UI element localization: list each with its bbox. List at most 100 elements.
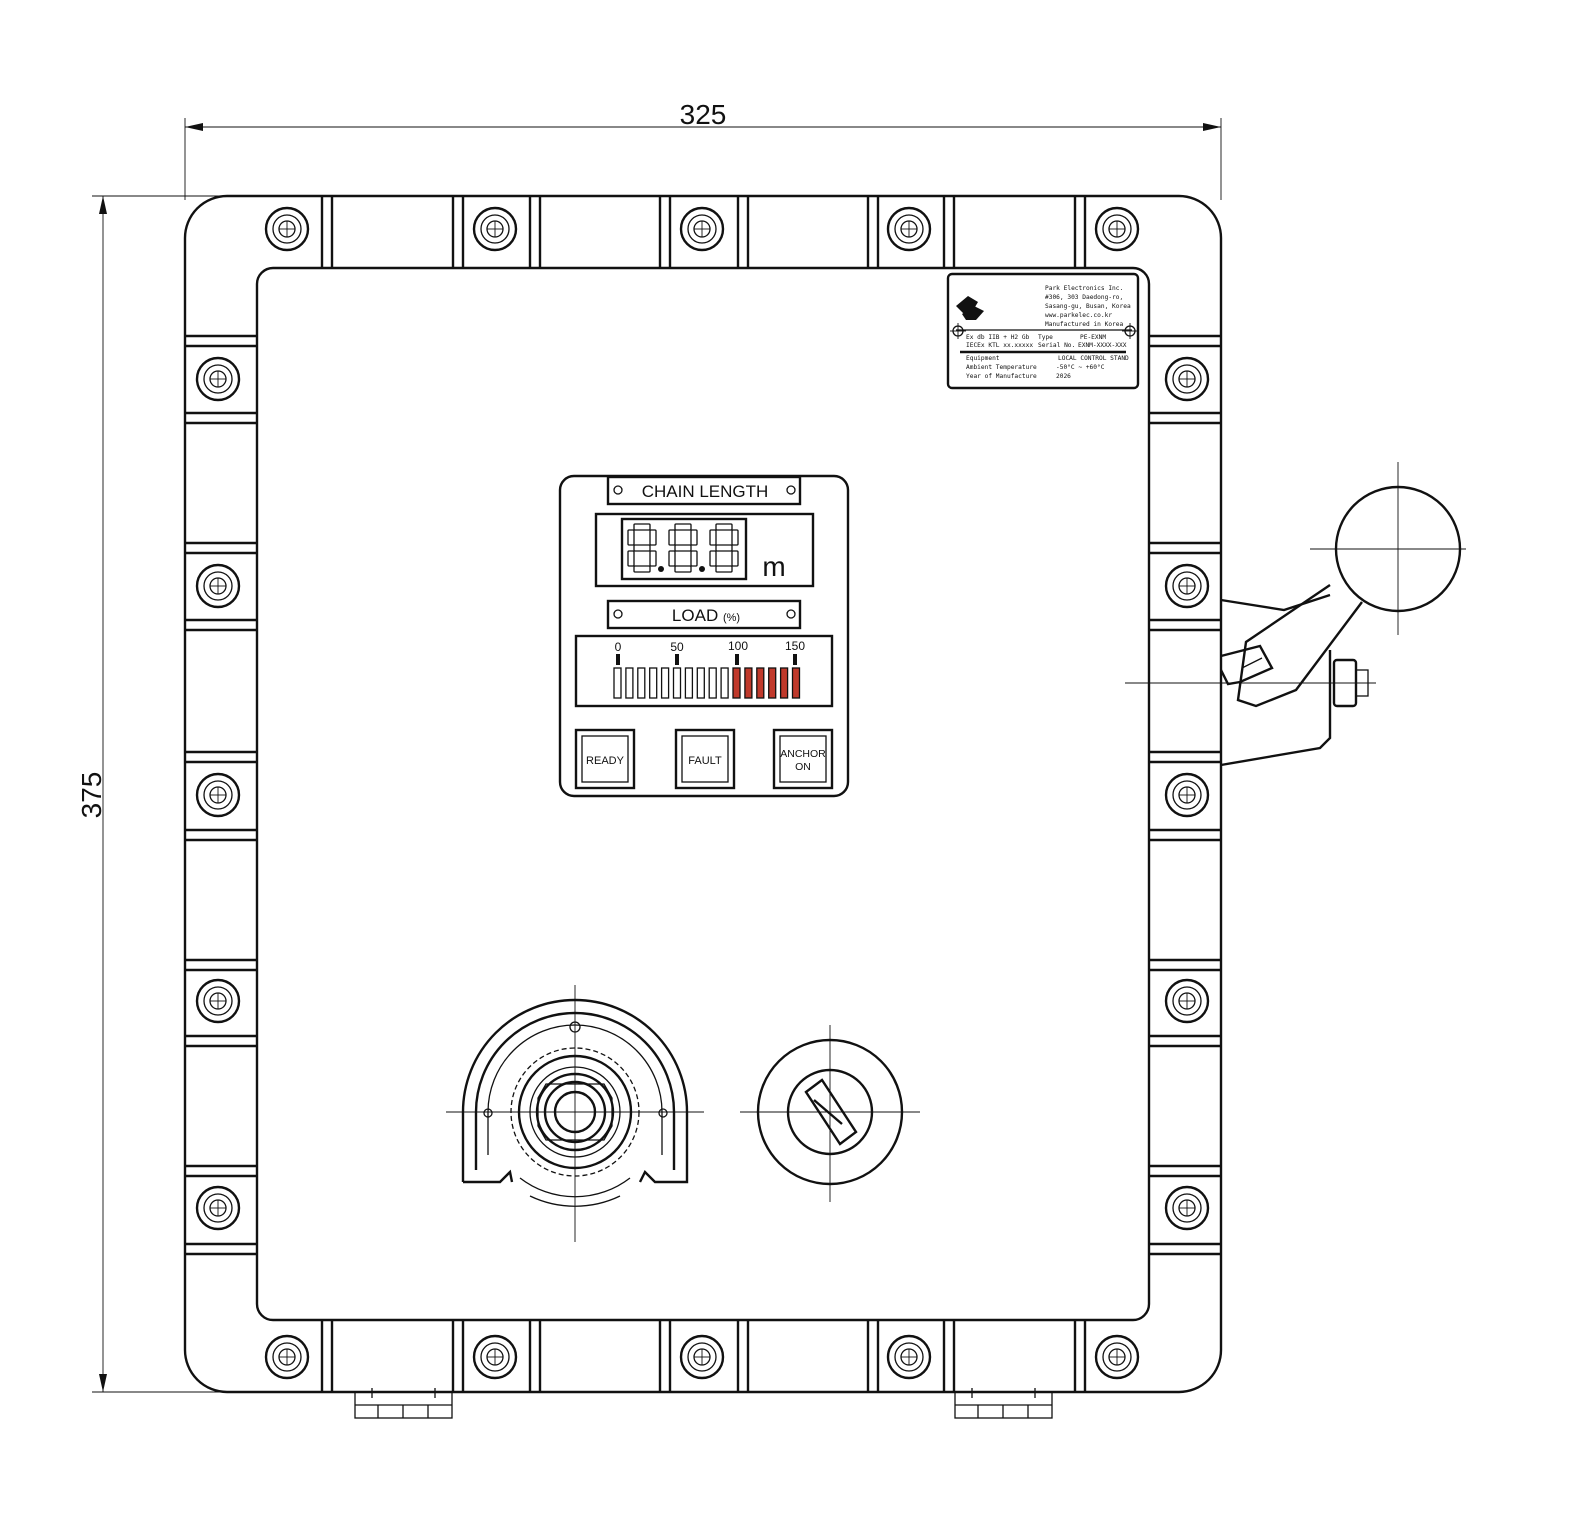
type-value: PE-EXNM	[1080, 334, 1106, 341]
load-bar-segment-14	[768, 667, 777, 699]
load-scale-tick-150	[793, 654, 797, 665]
year-value: 2026	[1056, 373, 1071, 380]
nameplate: Park Electronics Inc. #306, 303 Daedong-…	[946, 272, 1140, 390]
bolt-3	[472, 206, 518, 252]
load-bar-segment-9	[708, 667, 717, 699]
load-scale-label-0: 0	[615, 640, 622, 654]
load-bar-segment-6	[672, 667, 682, 699]
anchor-on-label-line1: ANCHOR	[780, 748, 826, 760]
bolt-5	[679, 206, 725, 252]
load-bar-segment-5	[660, 667, 670, 699]
load-scale-tick-50	[675, 654, 679, 665]
chain-length-unit: m	[762, 551, 785, 582]
enclosure-inner-panel	[255, 266, 1151, 1322]
flange-tabs-bottom	[320, 1320, 1087, 1392]
seven-segment-digits	[627, 523, 739, 573]
load-bar-segment-16	[791, 667, 801, 699]
anchor-on-indicator: ANCHOR ON	[772, 728, 834, 790]
load-label-plate: LOAD (%)	[606, 599, 802, 630]
type-label: Type	[1038, 334, 1053, 341]
chain-length-readout: m	[594, 512, 815, 588]
load-bargraph: 0 50 100 150	[574, 634, 834, 708]
bolt-11	[195, 356, 241, 402]
load-label-text: LOAD	[672, 606, 718, 625]
ready-label: READY	[586, 755, 625, 767]
ready-indicator: READY	[574, 728, 636, 790]
equipment-value: LOCAL CONTROL STAND	[1058, 355, 1129, 362]
load-bar-segment-15	[779, 667, 789, 699]
company-line-3: Sasang-gu, Busan, Korea	[1045, 303, 1131, 310]
bolt-16	[1164, 772, 1210, 818]
year-label: Year of Manufacture	[966, 373, 1037, 380]
load-bar-segment-1	[613, 667, 622, 699]
load-bar-segment-7	[684, 667, 694, 699]
load-bar-segments	[613, 667, 801, 699]
chain-length-label-plate: CHAIN LENGTH	[606, 475, 802, 506]
nameplate-screw-left	[950, 323, 966, 339]
bolt-19	[195, 1185, 241, 1231]
load-bar-segment-4	[649, 667, 658, 699]
bolt-12	[1164, 356, 1210, 402]
bolt-8	[886, 1334, 932, 1380]
bolt-15	[195, 772, 241, 818]
digit-1	[627, 523, 664, 573]
load-bar-segment-3	[637, 667, 646, 699]
height-dimension-label: 375	[76, 772, 107, 819]
enclosure-outer-frame	[183, 194, 1223, 1394]
nameplate-screw-right	[1122, 323, 1138, 339]
temperature-label: Ambient Temperature	[966, 364, 1037, 371]
serial-label: Serial No.	[1038, 342, 1075, 349]
company-logo-icon	[956, 296, 984, 320]
temperature-value: -50°C ~ +60°C	[1056, 363, 1105, 371]
bolt-7	[886, 206, 932, 252]
side-lever-handle[interactable]	[1125, 462, 1466, 767]
cable-gland-left	[354, 1388, 453, 1419]
company-line-2: #306, 303 Daedong-ro,	[1045, 294, 1123, 301]
bolt-18	[1164, 978, 1210, 1024]
emergency-stop-button[interactable]	[446, 985, 704, 1242]
serial-value: EXNM-XXXX-XXX	[1078, 342, 1127, 349]
bolt-6	[679, 1334, 725, 1380]
bolt-4	[472, 1334, 518, 1380]
bolt-14	[1164, 563, 1210, 609]
load-bar-segment-11	[732, 667, 741, 699]
width-dimension-label: 325	[680, 99, 727, 130]
selector-switch[interactable]	[740, 1025, 920, 1202]
digit-2	[668, 523, 705, 573]
cert-line-2: IECEx KTL xx.xxxxx	[966, 342, 1033, 349]
load-scale-label-100: 100	[728, 639, 748, 653]
bolt-1	[264, 206, 310, 252]
load-scale-tick-100	[735, 654, 739, 665]
bolt-17	[195, 978, 241, 1024]
bolt-9	[1094, 206, 1140, 252]
cert-line-1: Ex db IIB + H2 Gb	[966, 334, 1030, 341]
bolt-10	[1094, 1334, 1140, 1380]
load-bar-segment-8	[696, 667, 705, 699]
anchor-on-label-line2: ON	[795, 761, 811, 773]
load-scale-label-150: 150	[785, 639, 805, 653]
load-bar-segment-12	[744, 667, 753, 699]
company-line-4: www.parkelec.co.kr	[1045, 312, 1112, 319]
load-bar-segment-10	[720, 667, 729, 699]
chain-length-label: CHAIN LENGTH	[642, 482, 769, 501]
company-line-5: Manufactured in Korea	[1045, 321, 1124, 328]
bolt-13	[195, 563, 241, 609]
cable-gland-right	[954, 1388, 1053, 1419]
load-bar-segment-2	[625, 667, 634, 699]
width-dimension: 325	[184, 99, 1222, 200]
load-scale-tick-0	[616, 654, 620, 665]
flange-tabs-top	[320, 196, 1087, 268]
bolt-20	[1164, 1185, 1210, 1231]
fault-label: FAULT	[688, 755, 722, 767]
display-panel: CHAIN LENGTH m LOAD (%) 0 50 100 150	[558, 474, 850, 798]
digit-3	[709, 523, 739, 573]
load-scale-label-50: 50	[670, 640, 684, 654]
flange-bolts	[195, 206, 1210, 1380]
load-unit: (%)	[723, 612, 740, 624]
flange-tabs-right	[1149, 334, 1221, 1256]
height-dimension: 375	[76, 195, 222, 1393]
load-bar-segment-13	[756, 667, 765, 699]
flange-tabs-left	[185, 334, 257, 1256]
equipment-label: Equipment	[966, 355, 1000, 362]
